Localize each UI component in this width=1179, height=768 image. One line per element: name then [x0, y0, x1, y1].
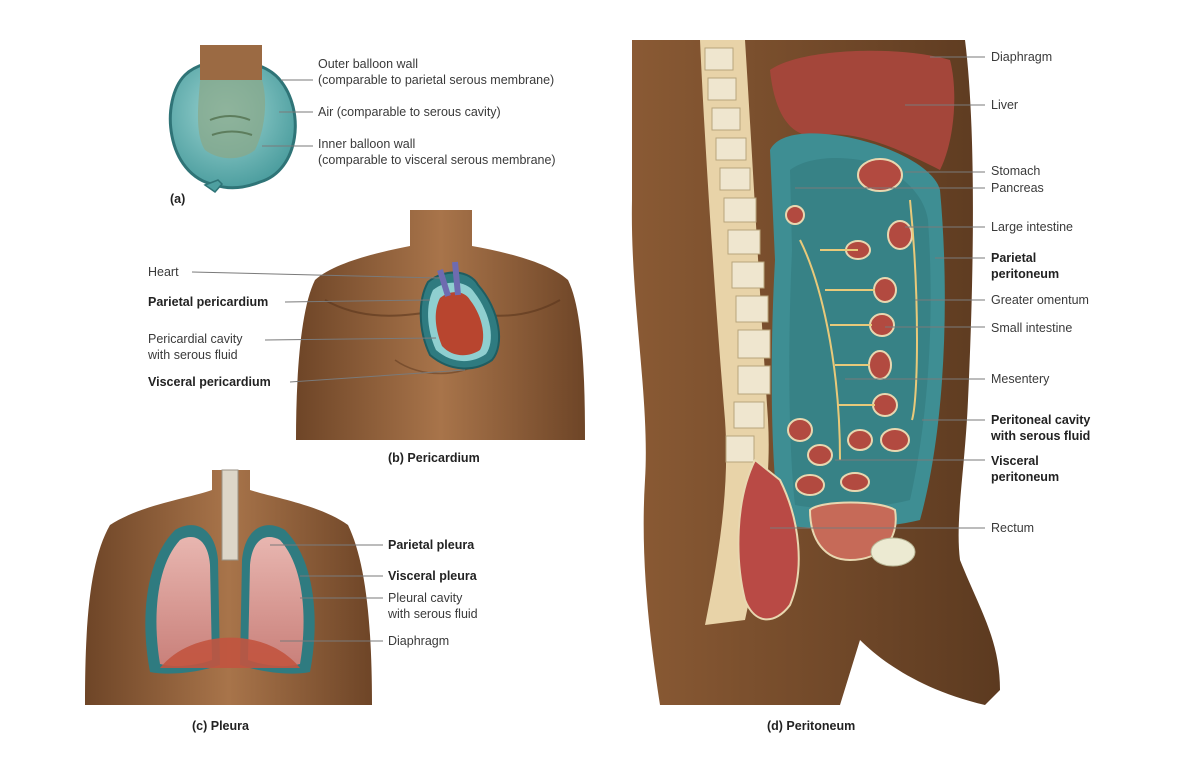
pleura-figure — [85, 469, 372, 705]
label-visceral-pericardium: Visceral pericardium — [148, 375, 271, 389]
label-air: Air (comparable to serous cavity) — [318, 105, 501, 119]
pericardium-figure — [296, 210, 585, 440]
label-small-intestine: Small intestine — [991, 321, 1073, 335]
caption-c: (c) Pleura — [192, 719, 249, 733]
label-greater-omentum: Greater omentum — [991, 293, 1089, 307]
label-pancreas: Pancreas — [991, 181, 1044, 195]
label-stomach: Stomach — [991, 164, 1041, 178]
label-heart: Heart — [148, 265, 179, 279]
label-outer-balloon-wall: Outer balloon wall(comparable to parieta… — [318, 57, 555, 87]
caption-a: (a) — [170, 192, 186, 206]
balloon-figure — [168, 45, 297, 194]
peritoneum-figure — [631, 40, 1000, 705]
caption-d: (d) Peritoneum — [767, 719, 856, 733]
label-diaphragm-d: Diaphragm — [991, 50, 1053, 64]
label-diaphragm-c: Diaphragm — [388, 634, 450, 648]
label-parietal-pericardium: Parietal pericardium — [148, 295, 269, 309]
label-liver: Liver — [991, 98, 1019, 112]
label-large-intestine: Large intestine — [991, 220, 1074, 234]
label-inner-balloon-wall: Inner balloon wall(comparable to viscera… — [318, 137, 556, 167]
label-visceral-pleura: Visceral pleura — [388, 569, 477, 583]
caption-b: (b) Pericardium — [388, 451, 480, 465]
leader-lines — [191, 56, 985, 642]
label-mesentery: Mesentery — [991, 372, 1050, 386]
label-parietal-pleura: Parietal pleura — [388, 538, 475, 552]
label-rectum: Rectum — [991, 521, 1035, 535]
